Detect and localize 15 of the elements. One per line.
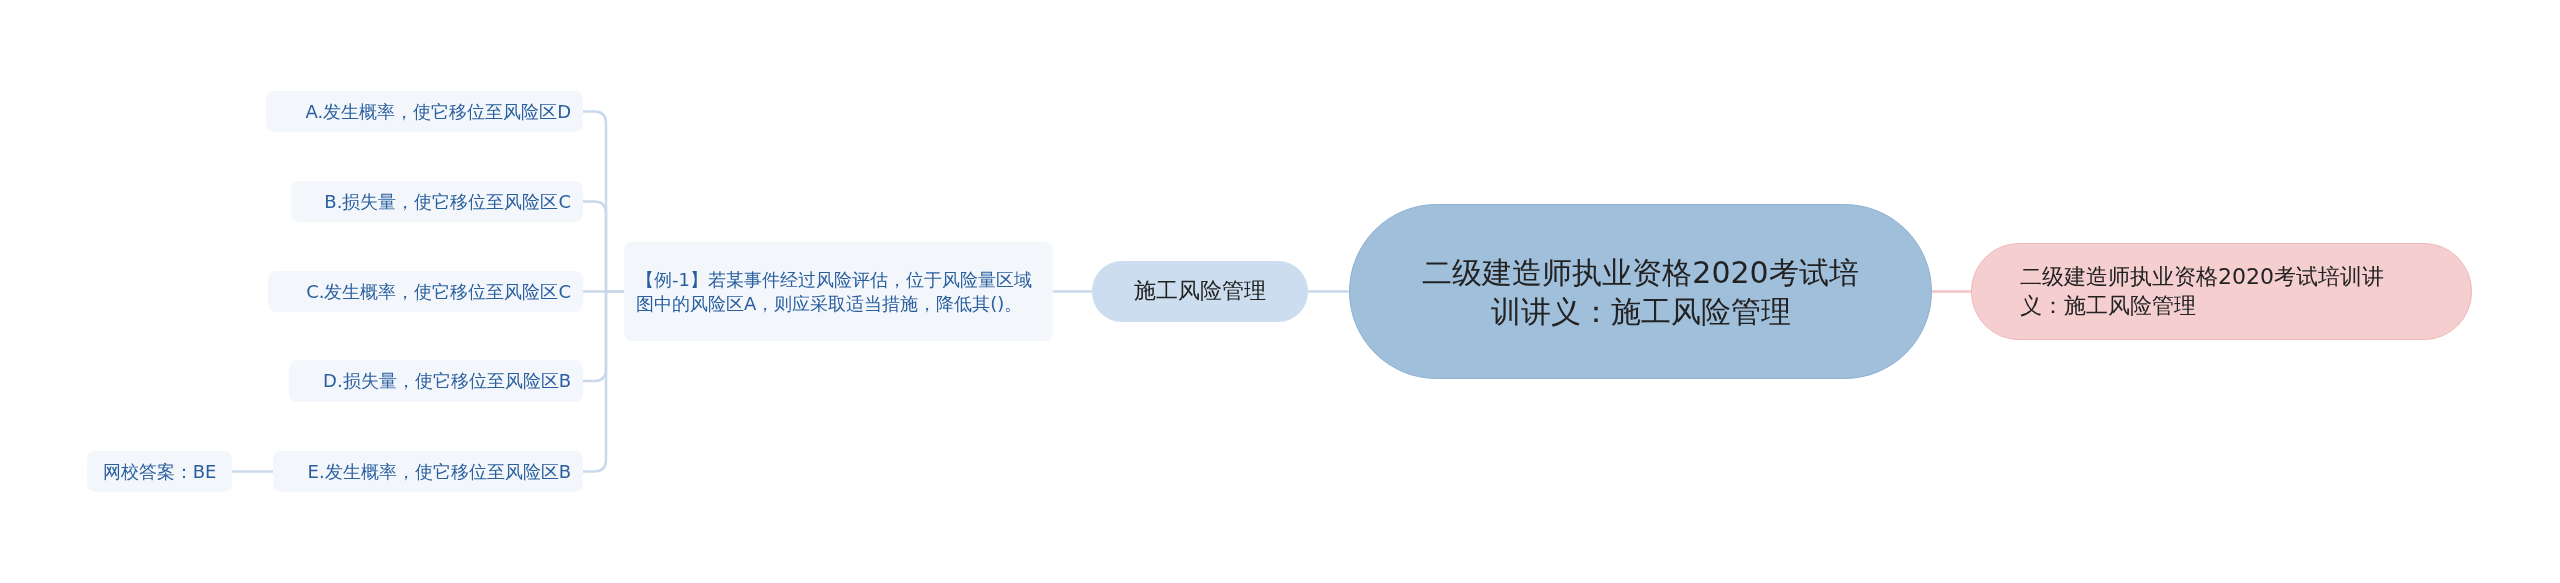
topic-box: 二级建造师执业资格2020考试培训讲义：施工风险管理 [1971, 243, 2472, 340]
connector-line [1053, 290, 1092, 293]
option-box: D.损失量，使它移位至风险区B [289, 360, 583, 402]
option-box: E.发生概率，使它移位至风险区B [273, 451, 583, 492]
connector-line [232, 470, 273, 473]
connector-line [1932, 290, 1971, 293]
subtopic-box: 施工风险管理 [1092, 261, 1308, 322]
topic-box: 二级建造师执业资格2020考试培训讲义：施工风险管理 [1349, 204, 1932, 379]
question-box: 【例-1】若某事件经过风险评估，位于风险量区域图中的风险区A，则应采取适当措施，降低其()。 [624, 242, 1053, 341]
option-box: A.发生概率，使它移位至风险区D [266, 91, 583, 132]
connector-line [1308, 290, 1349, 293]
option-box: C.发生概率，使它移位至风险区C [268, 271, 583, 312]
option-box: B.损失量，使它移位至风险区C [291, 181, 583, 222]
connector-line [583, 290, 624, 473]
answer-box: 网校答案：BE [87, 451, 232, 492]
